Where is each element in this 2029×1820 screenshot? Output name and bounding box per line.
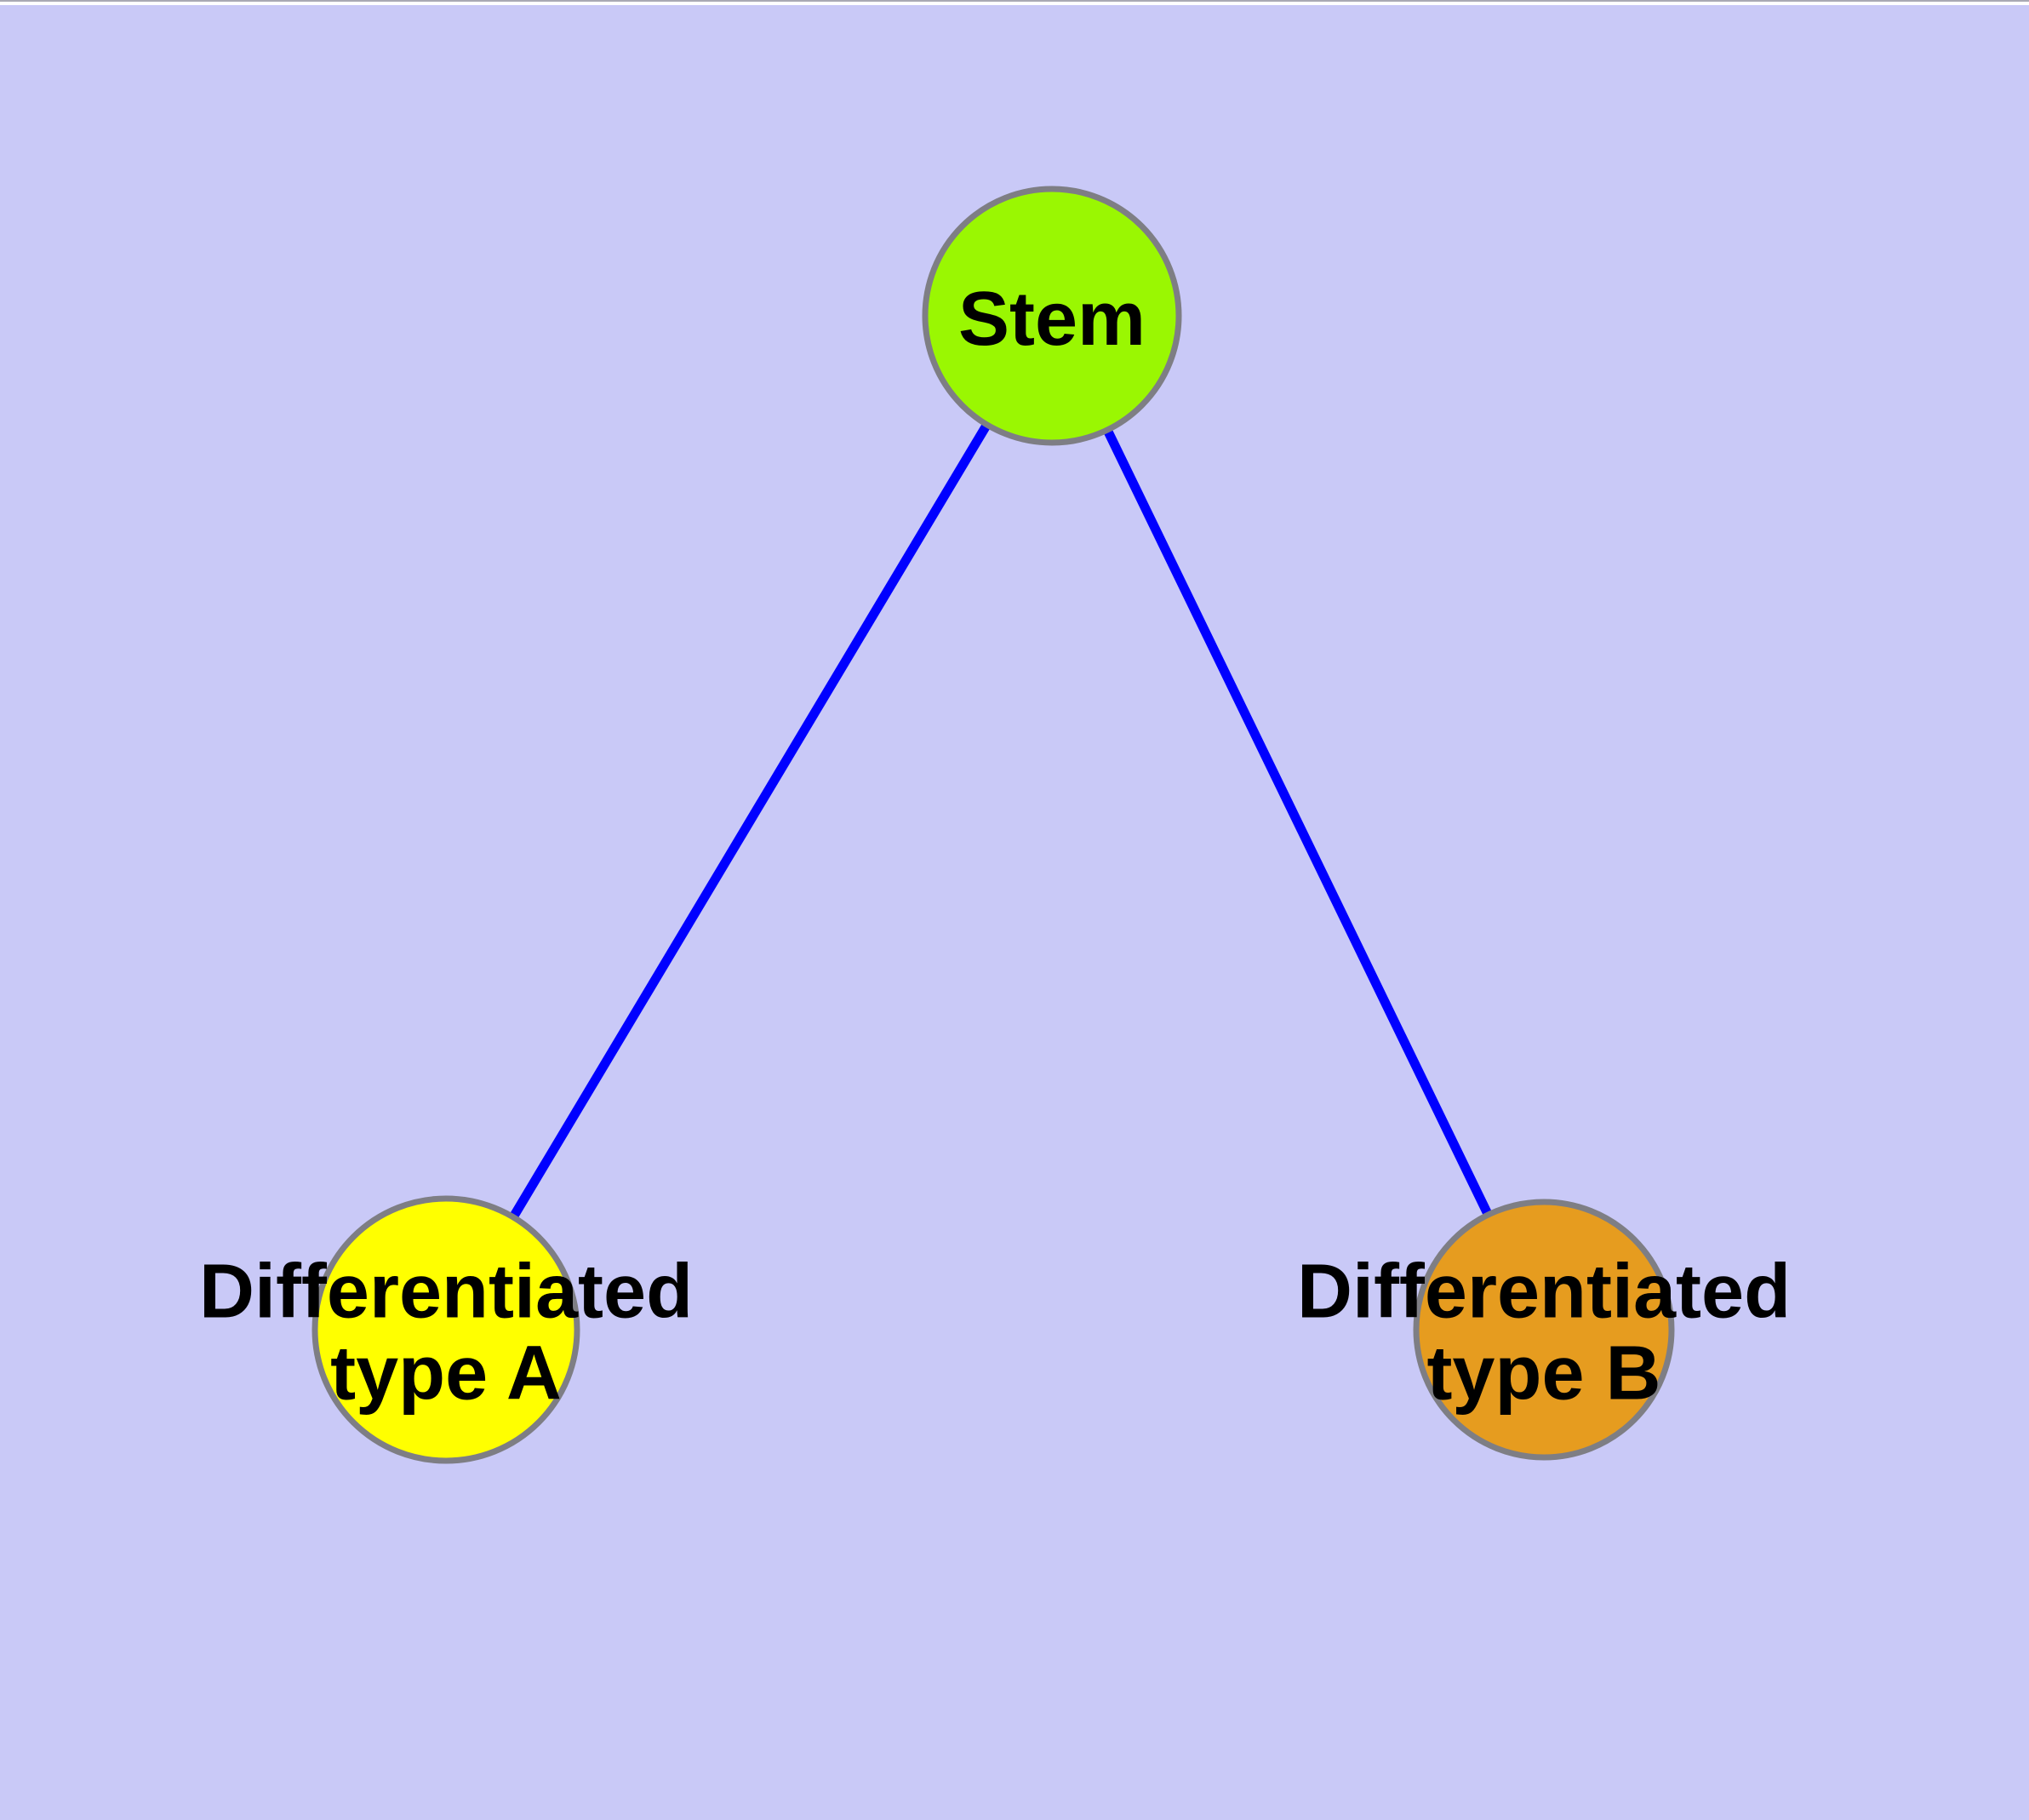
window-top-edge bbox=[0, 0, 2029, 5]
node-circle-stem[interactable] bbox=[922, 186, 1182, 446]
nodes-layer bbox=[311, 186, 1675, 1464]
edge-stem-diff-a bbox=[442, 313, 1056, 1332]
edge-stem-diff-b bbox=[1048, 313, 1548, 1332]
node-circle-diff-b[interactable] bbox=[1413, 1199, 1675, 1461]
node-circle-diff-a[interactable] bbox=[311, 1195, 580, 1464]
edges-layer bbox=[442, 313, 1548, 1332]
